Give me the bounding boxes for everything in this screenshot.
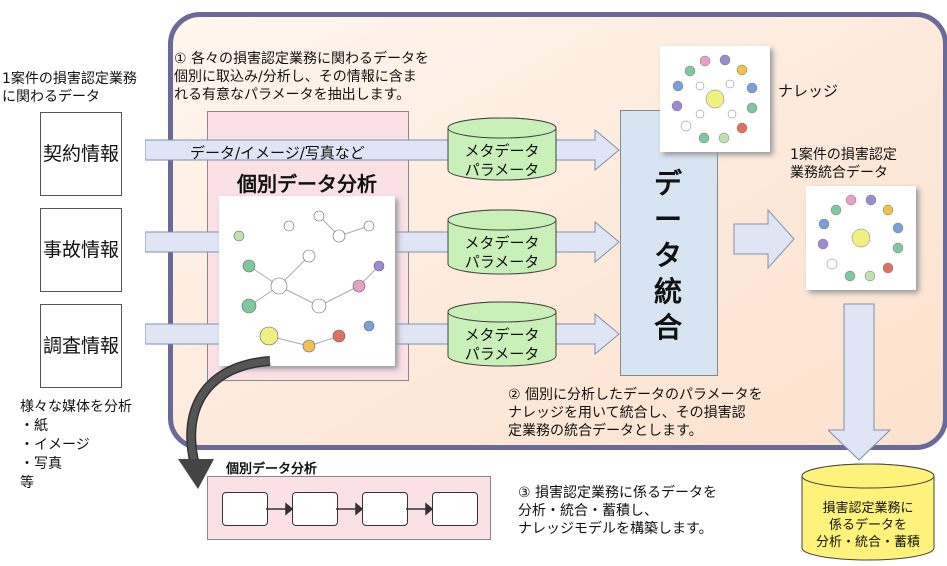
doc-label: 調査情報 <box>42 335 119 357</box>
knowledge-image <box>660 46 770 152</box>
knowledge-label: ナレッジ <box>778 82 839 100</box>
analysis-step <box>222 492 268 526</box>
cylinder-label: メタデータ パラメータ <box>464 142 540 179</box>
storage-down-arrow <box>828 303 892 461</box>
cylinder-label: メタデータ パラメータ <box>464 234 540 271</box>
analysis-network-image <box>219 196 395 366</box>
step-arrows <box>266 502 434 516</box>
doc-contract-info: 契約情報 <box>40 112 122 196</box>
integrated-data-image <box>806 186 916 290</box>
integrated-graph-icon <box>817 194 904 282</box>
doc-label: 契約情報 <box>42 143 119 165</box>
cylinder-label: メタデータ パラメータ <box>464 326 540 363</box>
doc-accident-info: 事故情報 <box>40 208 122 292</box>
knowledge-graph-icon <box>671 54 758 144</box>
data-types-label: データ/イメージ/写真など <box>190 144 365 162</box>
network-graph-icon <box>233 210 385 353</box>
analysis-title: 個別データ分析 <box>237 172 377 196</box>
doc-label: 事故情報 <box>42 239 119 261</box>
integration-label: デ ー タ 統 合 <box>653 167 682 344</box>
case-data-heading: 1案件の損害認定業務 に関わるデータ <box>2 71 137 105</box>
bottom-analysis-title: 個別データ分析 <box>226 462 318 477</box>
zoom-curved-arrow <box>178 356 271 489</box>
step2-text: ② 個別に分析したデータのパラメータを ナレッジを用いて統合し、その損害認 定業… <box>508 387 763 439</box>
analysis-step <box>292 492 338 526</box>
storage-cylinder <box>801 463 935 561</box>
analysis-step <box>432 492 478 526</box>
metadata-cylinders <box>447 117 557 367</box>
integration-output-arrow <box>733 208 795 270</box>
step1-text: ① 各々の損害認定業務に関わるデータを 個別に取込み/分析し、その情報に含ま れ… <box>174 51 429 103</box>
step3-text: ③ 損害認定業務に係るデータを 分析・統合・蓄積し、 ナレッジモデルを構築します… <box>518 485 718 537</box>
media-note: 様々な媒体を分析 ・紙 ・イメージ ・写真 等 <box>20 399 132 491</box>
integrated-data-label: 1案件の損害認定 業務統合データ <box>790 147 897 181</box>
storage-label: 損害認定業務に 係るデータを 分析・統合・蓄積 <box>815 501 920 550</box>
doc-survey-info: 調査情報 <box>40 304 122 388</box>
